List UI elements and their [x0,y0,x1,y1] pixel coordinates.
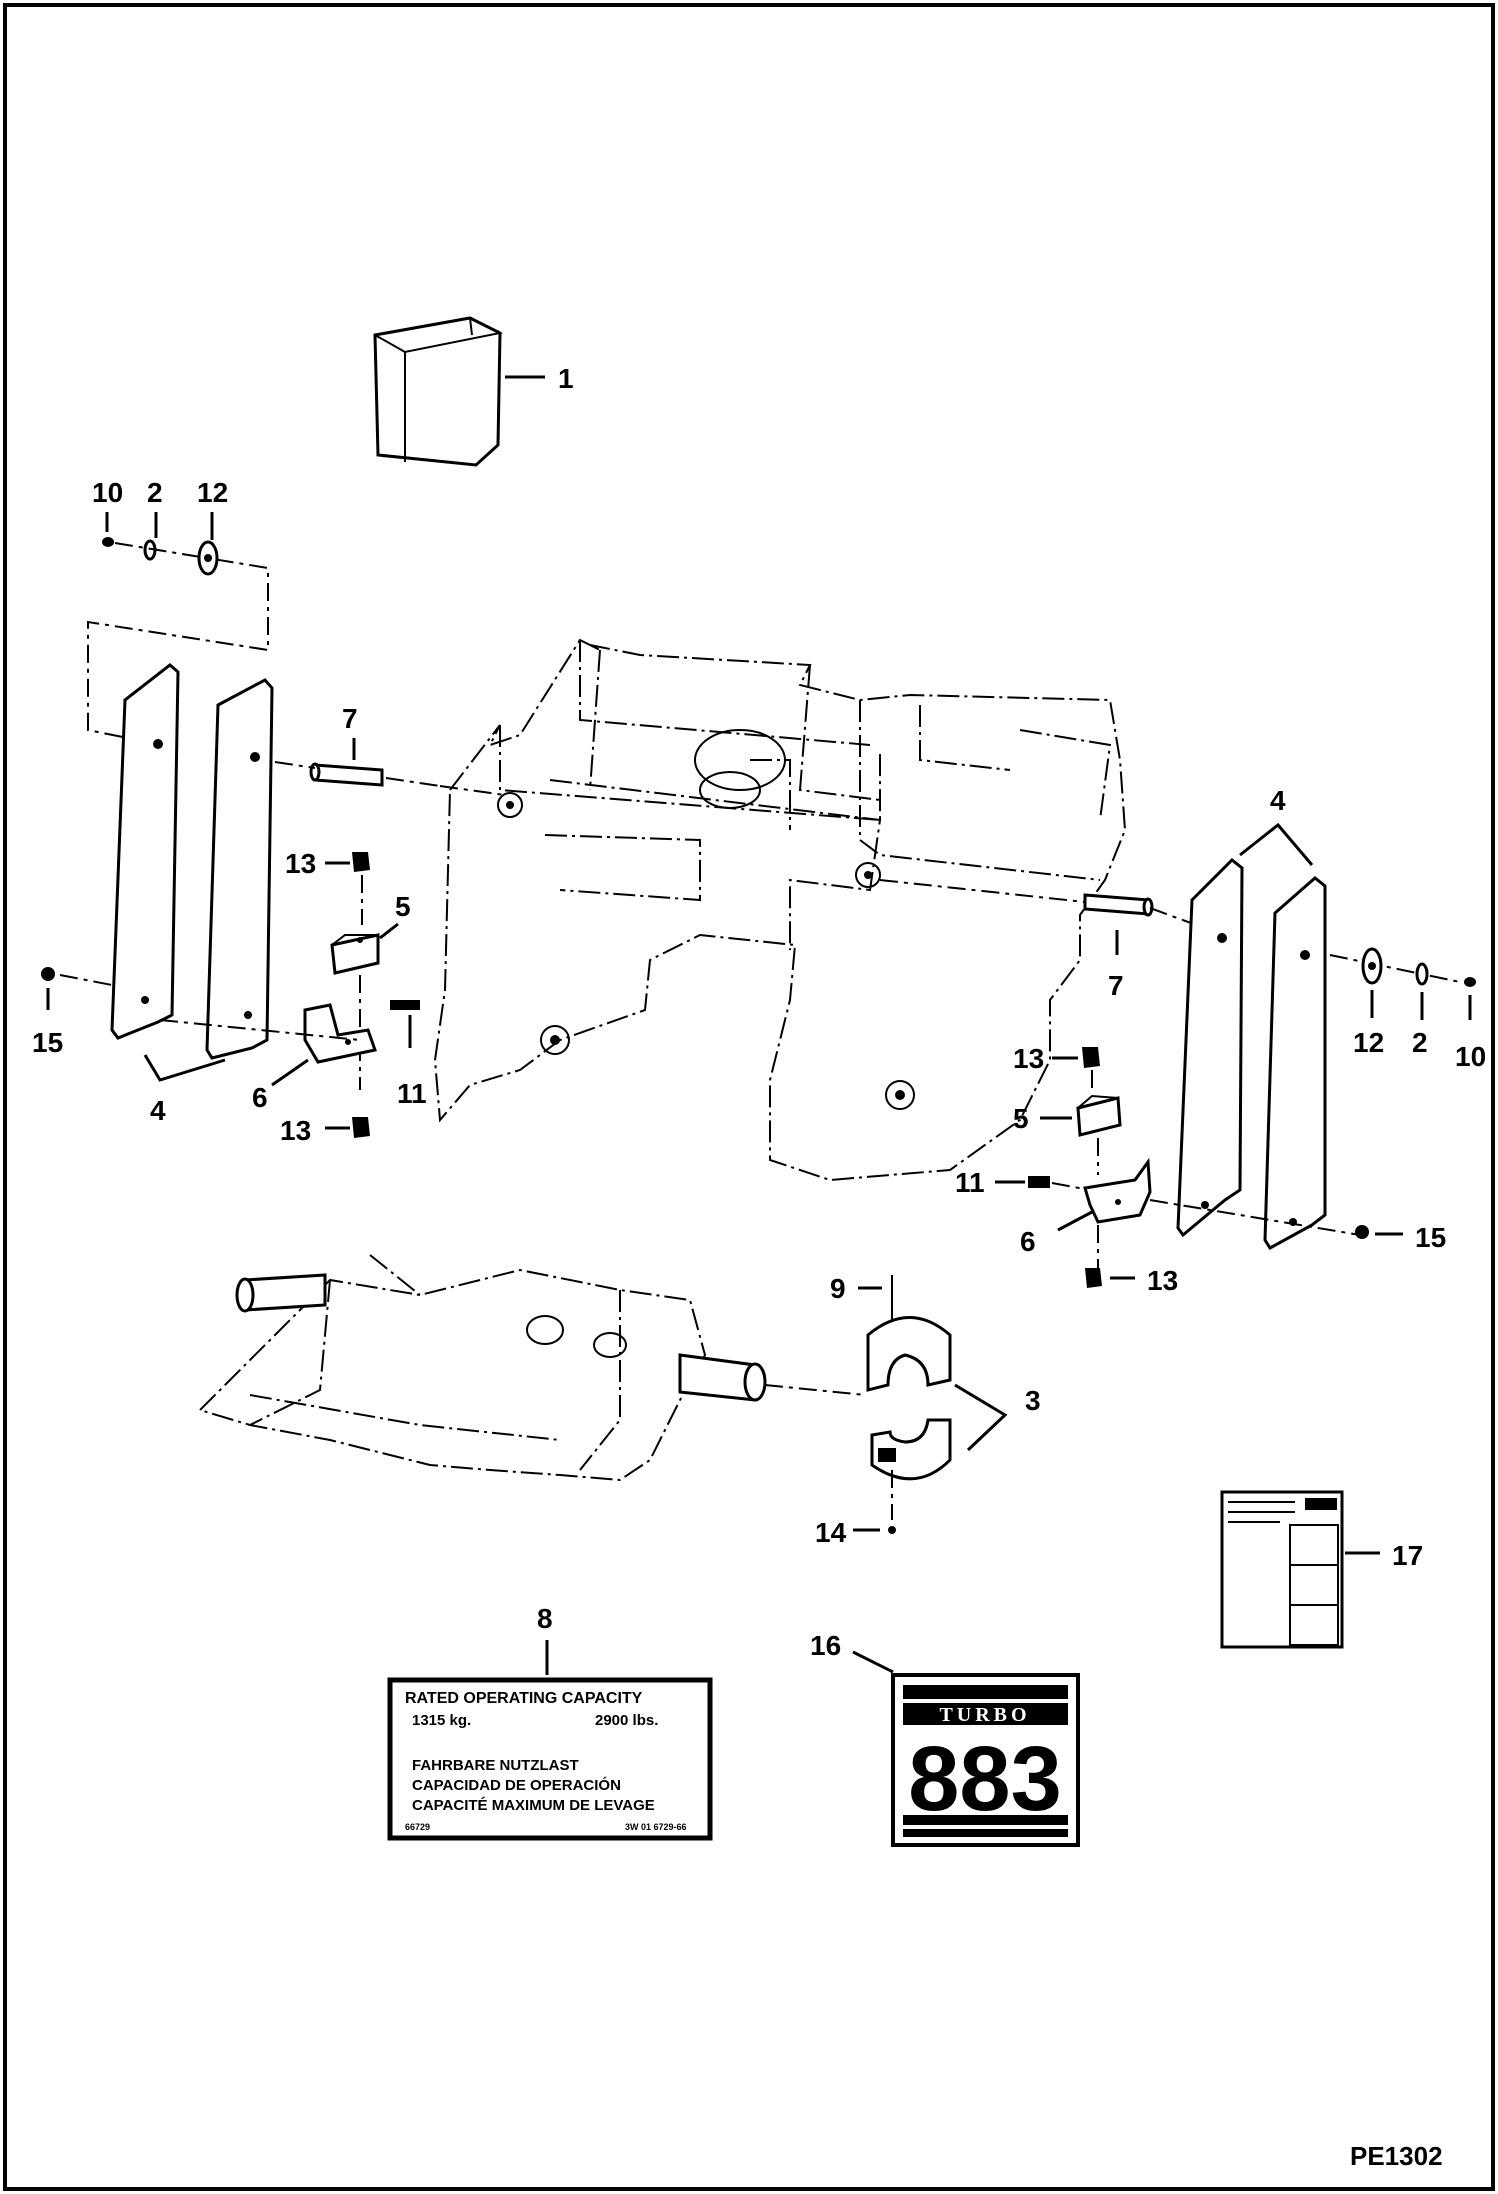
page-border [3,3,1495,2191]
callout-4-right: 4 [1270,785,1286,816]
plate-left-outer [110,663,180,1040]
bolt-13-right-top [1082,1047,1100,1068]
bushing-upper [866,1316,952,1392]
block-5-left [330,933,380,975]
callout-9: 9 [830,1273,846,1304]
decal-capacity-lbs: 2900 lbs. [595,1712,658,1729]
capacity-decal-outline [387,1677,713,1841]
left-bracket-assembly: 13 5 6 11 13 [159,848,427,1146]
callout-8: 8 [537,1603,553,1634]
bolt-13-left-bottom [352,1117,370,1138]
decal-line-german: FAHRBARE NUTZLAST [412,1757,579,1774]
model-decal-turbo: TURBO [939,1704,1030,1726]
lower-axle-frame [198,1254,866,1482]
part-4-right-plates: 4 [1176,785,1327,1250]
part-8-capacity-decal: 8 RATED OPERATING CAPACITY 1315 kg. 2900… [387,1603,713,1841]
decal-code-right: 3W 01 6729-66 [625,1822,687,1832]
part-3-bushings: 9 3 14 [815,1273,1041,1548]
callout-11-right: 11 [955,1167,985,1198]
part-4-left-plates: 4 [110,663,274,1126]
decal-line-rated-capacity: RATED OPERATING CAPACITY [405,1690,643,1707]
washer-2-right [1415,962,1429,986]
callout-7-right: 7 [1108,970,1124,1001]
callout-12-right: 12 [1353,1027,1384,1058]
decal-line-french: CAPACITÉ MAXIMUM DE LEVAGE [412,1797,655,1814]
part-1-box: 1 [373,316,574,467]
callout-2-right: 2 [1412,1027,1428,1058]
drawing-code: PE1302 [1350,2141,1443,2171]
right-nut-15: 15 [1355,1222,1446,1253]
bolt-11-left [390,1000,420,1010]
nut-10-left [102,537,114,547]
callout-13-right-bottom: 13 [1147,1265,1178,1296]
decal-capacity-kg: 1315 kg. [412,1712,471,1729]
plate-right-inner [1176,857,1244,1238]
callout-6-left: 6 [252,1082,268,1113]
callout-13-left-bottom: 13 [280,1115,311,1146]
callout-13-left-top: 13 [285,848,316,879]
decal-code-left: 66729 [405,1822,430,1832]
right-hardware-stack: 12 2 10 [1329,947,1486,1072]
part-7-left-pin: 7 [274,703,441,787]
callout-16: 16 [810,1630,841,1661]
plate-left-inner [205,678,274,1060]
callout-10-left: 10 [92,477,123,508]
left-nut-15: 15 [32,967,113,1058]
callout-5-left: 5 [395,891,411,922]
callout-3: 3 [1025,1385,1041,1416]
callout-11-left: 11 [397,1078,427,1109]
callout-17: 17 [1392,1540,1423,1571]
part-17-instruction-sheet: 17 [1220,1490,1423,1649]
plate-right-outer [1263,876,1327,1250]
bolt-13-left-top [352,852,370,872]
callout-5-right: 5 [1013,1103,1029,1134]
callout-1: 1 [558,363,574,394]
left-hardware-stack: 10 2 12 [87,477,269,746]
callout-15-left: 15 [32,1027,63,1058]
callout-14: 14 [815,1517,847,1548]
callout-2-left: 2 [147,477,163,508]
callout-4-left: 4 [150,1095,166,1126]
nut-10-right [1464,977,1476,987]
main-frame [433,638,1127,1182]
callout-15-right: 15 [1415,1222,1446,1253]
callout-12-left: 12 [197,477,228,508]
part-7-right-pin: 7 [1083,893,1211,1001]
decal-line-spanish: CAPACIDAD DE OPERACIÓN [412,1776,621,1794]
block-5-right [1076,1096,1122,1137]
bracket-6-right [1083,1157,1152,1224]
callout-13-right-top: 13 [1013,1043,1044,1074]
part-16-model-decal: 16 TURBO 883 [810,1630,1080,1847]
bushing-lower [870,1418,952,1481]
bracket-6-left [303,1003,377,1064]
right-bracket-assembly: 13 5 11 6 13 [955,1043,1361,1296]
bolt-13-right-bottom [1085,1268,1102,1288]
callout-10-right: 10 [1455,1041,1486,1072]
callout-6-right: 6 [1020,1226,1036,1257]
callout-7-left: 7 [342,703,358,734]
bolt-11-right [1028,1176,1050,1188]
model-decal-number: 883 [908,1728,1062,1830]
